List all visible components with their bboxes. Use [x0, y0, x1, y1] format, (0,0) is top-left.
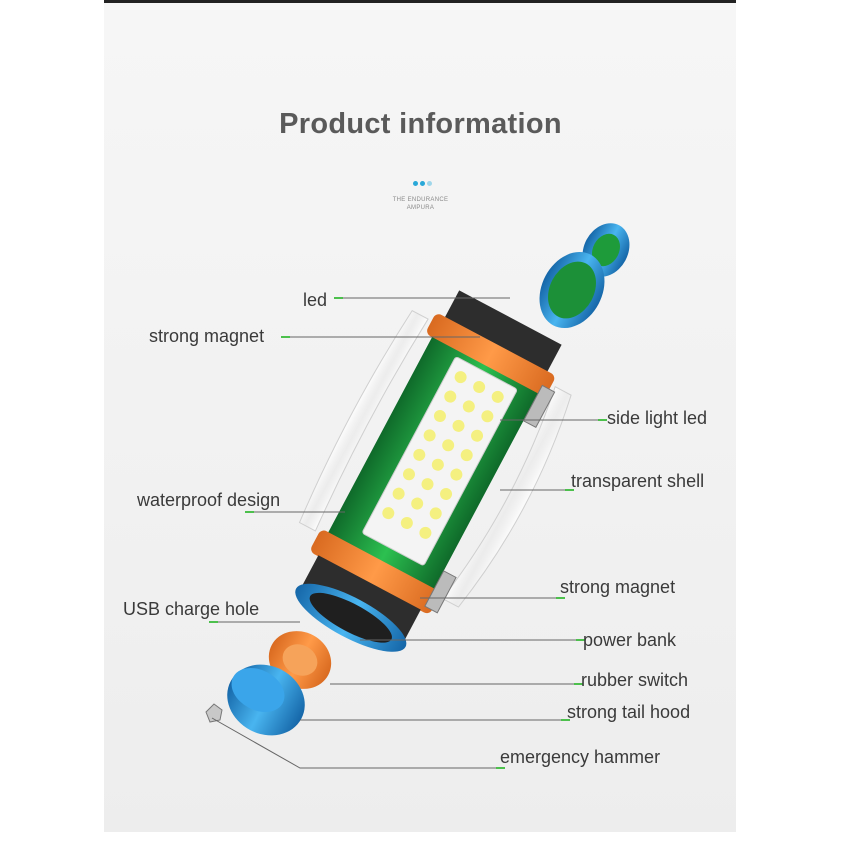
- rubber-switch-center: [282, 644, 318, 676]
- main-body-group: [295, 290, 572, 652]
- emergency-hammer-tip: [205, 703, 223, 723]
- label-strong-tail-hood: strong tail hood: [567, 702, 691, 722]
- dot-1: [413, 181, 418, 186]
- label-emergency-hammer: emergency hammer: [500, 747, 661, 767]
- title-dots: [413, 181, 433, 187]
- label-usb-charge-hole: USB charge hole: [123, 599, 260, 619]
- top-collar: [443, 290, 562, 375]
- magnet-top: [522, 384, 556, 429]
- label-waterproof-design: waterproof design: [137, 490, 281, 510]
- transparent-shell-left: [298, 309, 429, 532]
- leader-lines: [211, 297, 598, 769]
- bottom-port-face: [309, 592, 392, 643]
- top-cap-inner: [592, 233, 620, 267]
- led-grid: [382, 371, 504, 539]
- transparent-shell-right: [441, 385, 572, 608]
- label-transparent-shell: transparent shell: [571, 471, 705, 491]
- top-cap-group: [539, 223, 630, 329]
- top-orange-ring: [427, 314, 555, 396]
- top-border: [104, 0, 736, 3]
- label-led: led: [303, 290, 328, 310]
- label-side-light-led: side light led: [607, 408, 708, 428]
- top-lens-pcb: [548, 261, 596, 319]
- label-strong-magnet-bottom: strong magnet: [560, 577, 676, 597]
- label-strong-magnet-top: strong magnet: [149, 326, 265, 346]
- page-title: Product information: [279, 108, 562, 140]
- green-dashes: [209, 297, 607, 769]
- dot-2: [420, 181, 425, 186]
- label-power-bank: power bank: [583, 630, 677, 650]
- magnet-bottom: [424, 570, 457, 614]
- dot-3: [427, 181, 432, 186]
- label-rubber-switch: rubber switch: [581, 670, 689, 690]
- subtitle-line-2: AMPURA: [406, 205, 435, 211]
- bottom-orange-ring: [311, 530, 440, 614]
- subtitle-line-1: THE ENDURANCE: [392, 197, 449, 203]
- tail-hood-face: [231, 667, 285, 713]
